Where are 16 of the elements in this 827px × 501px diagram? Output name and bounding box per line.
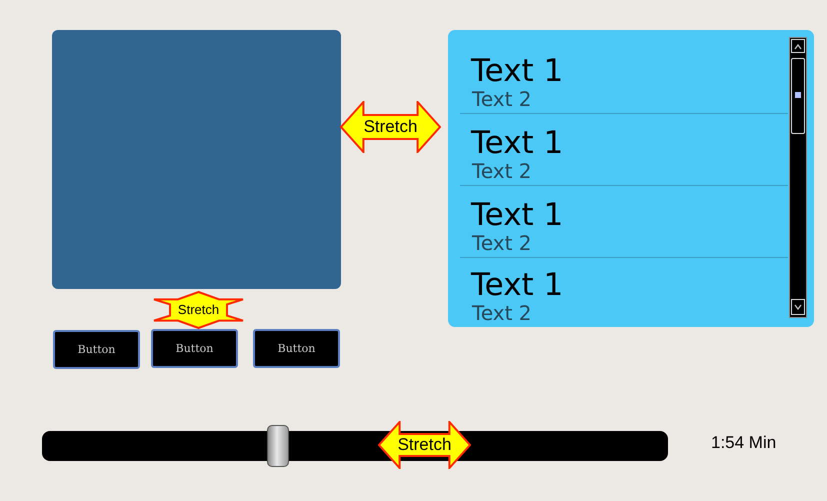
title-text: Text 1 (471, 268, 564, 302)
subtitle-text: Text 2 (472, 160, 532, 182)
title-text: Text 1 (471, 54, 564, 88)
button: Button (53, 330, 140, 369)
time-label: 1:54 Min (711, 433, 776, 453)
subtitle-text: Text 2 (472, 88, 532, 110)
arrow-label: Stretch (396, 434, 452, 456)
title-text: Text 1 (471, 198, 564, 232)
subtitle-text: Text 2 (472, 302, 532, 324)
arrow-label: Stretch (362, 116, 418, 138)
subtitle-text: Text 2 (472, 232, 532, 254)
button: Button (151, 329, 238, 368)
list-panel (448, 30, 814, 327)
button: Button (253, 329, 340, 368)
arrow-label: Stretch (176, 302, 220, 318)
title-text: Text 1 (471, 126, 564, 160)
